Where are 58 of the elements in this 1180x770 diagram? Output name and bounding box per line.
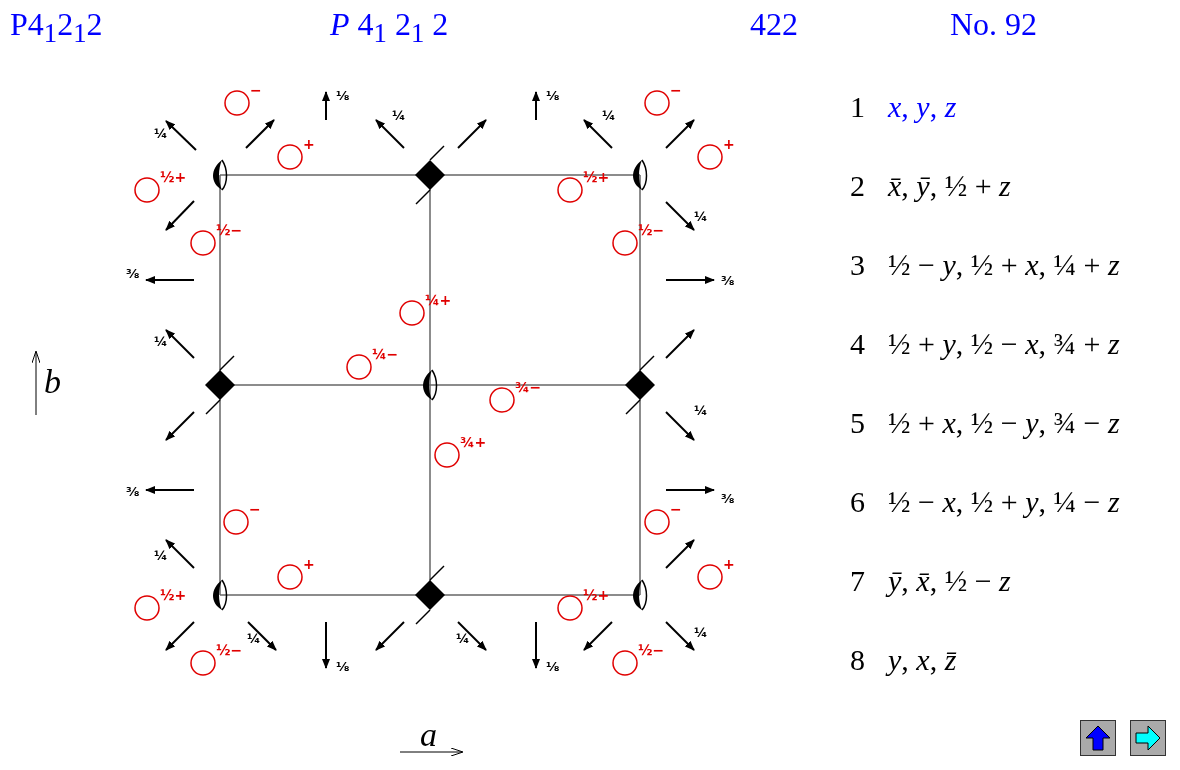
height-fraction: ¼ — [694, 404, 708, 417]
point-group-symbol: 422 — [750, 8, 798, 40]
height-label: ½− — [216, 643, 243, 657]
height-fraction: ⅜ — [721, 492, 735, 505]
height-fraction: ⅛ — [546, 89, 560, 102]
height-label: ½− — [638, 223, 665, 237]
height-label: ¼− — [372, 347, 399, 361]
height-fraction: ¼ — [154, 549, 168, 562]
height-fraction: ⅛ — [336, 660, 350, 673]
height-fraction: ¼ — [392, 109, 406, 122]
height-fraction: ¼ — [602, 109, 616, 122]
space-group-number: No. 92 — [950, 8, 1038, 40]
height-fraction: ⅜ — [721, 274, 735, 287]
axis-label: b — [44, 365, 61, 399]
height-label: + — [303, 137, 315, 151]
height-fraction: ¼ — [247, 632, 261, 645]
height-label: − — [250, 83, 262, 97]
height-label: ½+ — [583, 588, 610, 602]
position-number: 2 — [850, 171, 865, 201]
height-label: − — [249, 502, 261, 516]
coordinate-triplet: x̄, ȳ, ½ + z — [888, 171, 1011, 201]
coordinate-triplet: ½ − y, ½ + x, ¼ + z — [888, 250, 1120, 280]
height-fraction: ¼ — [694, 210, 708, 223]
height-fraction: ⅛ — [336, 89, 350, 102]
position-number: 4 — [850, 329, 865, 359]
space-group-symbol: P4$_{1}$2$_{1}$2 — [10, 8, 103, 48]
height-fraction: ⅜ — [126, 267, 140, 280]
height-label: ½+ — [160, 588, 187, 602]
axis-label: a — [420, 718, 437, 752]
coordinate-triplet: x, y, z — [888, 92, 957, 122]
height-fraction: ¼ — [456, 632, 470, 645]
position-number: 6 — [850, 487, 865, 517]
height-label: + — [723, 137, 735, 151]
height-fraction: ⅜ — [126, 485, 140, 498]
height-label: ½+ — [160, 170, 187, 184]
height-label: ¾− — [515, 380, 542, 394]
height-label: ½+ — [583, 170, 610, 184]
height-label: + — [723, 557, 735, 571]
position-number: 1 — [850, 92, 865, 122]
height-label: − — [670, 502, 682, 516]
height-label: ½− — [638, 643, 665, 657]
height-label: ½− — [216, 223, 243, 237]
height-label: ¾+ — [460, 435, 487, 449]
coordinate-triplet: ½ + y, ½ − x, ¾ + z — [888, 329, 1120, 359]
position-number: 3 — [850, 250, 865, 280]
height-label: + — [303, 557, 315, 571]
position-number: 7 — [850, 566, 865, 596]
space-group-symbol: P 4$_{1}$ 2$_{1}$ 2 — [330, 8, 449, 48]
height-fraction: ¼ — [154, 127, 168, 140]
coordinate-triplet: ½ − x, ½ + y, ¼ − z — [888, 487, 1120, 517]
height-fraction: ⅛ — [546, 660, 560, 673]
height-fraction: ¼ — [154, 335, 168, 348]
position-number: 8 — [850, 645, 865, 675]
height-label: − — [670, 83, 682, 97]
coordinate-triplet: ½ + x, ½ − y, ¾ − z — [888, 408, 1120, 438]
position-number: 5 — [850, 408, 865, 438]
height-fraction: ¼ — [694, 626, 708, 639]
height-label: ¼+ — [425, 293, 452, 307]
